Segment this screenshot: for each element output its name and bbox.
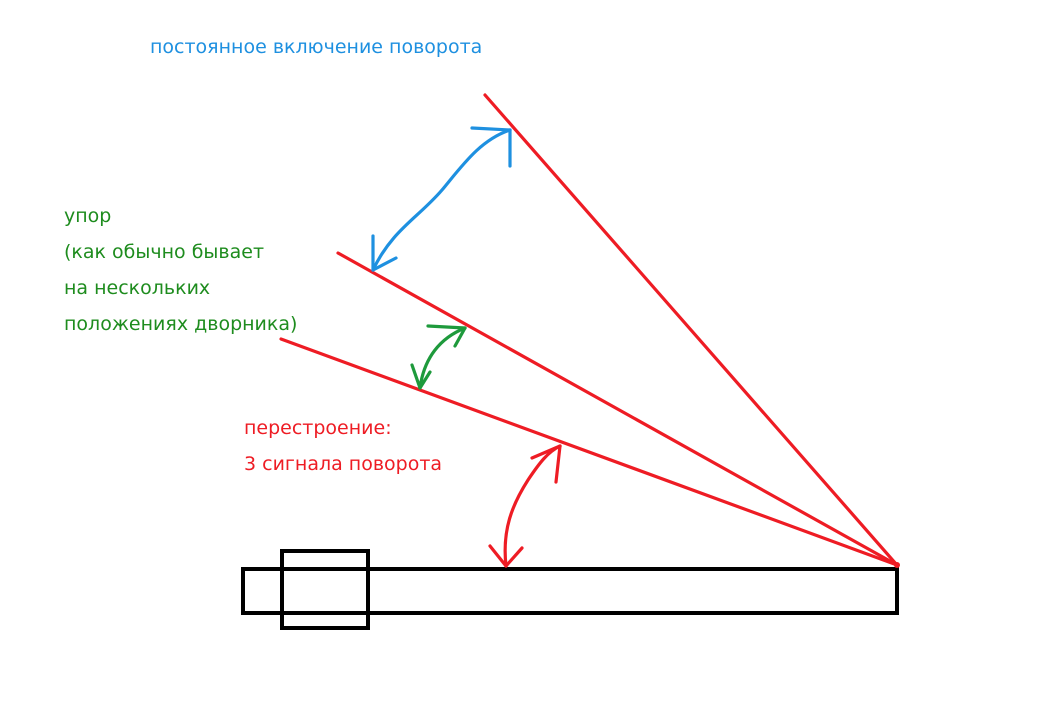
stop-label: упор (как обычно бывает на нескольких по… (64, 198, 297, 342)
pivot-point (894, 562, 900, 568)
stop-label-line-2: (как обычно бывает (64, 241, 265, 263)
lane-change-arc-arrow (488, 444, 562, 568)
lane-change-label-line-2: 3 сигнала поворота (244, 453, 443, 475)
lane-change-label: перестроение: 3 сигнала поворота (244, 410, 442, 482)
stalk-body (241, 567, 899, 615)
position-line-stop (336, 251, 899, 567)
constant-turn-label: постоянное включение поворота (150, 36, 483, 58)
stop-arc-arrow (410, 324, 467, 390)
stop-label-line-1: упор (64, 205, 112, 227)
stalk-collar (280, 549, 370, 630)
stop-label-line-4: положениях дворника) (64, 313, 298, 335)
position-line-constant-turn (483, 93, 899, 567)
position-line-lane-change (279, 337, 899, 567)
lane-change-label-line-1: перестроение: (244, 417, 392, 439)
constant-turn-arc-arrow (371, 126, 512, 272)
stop-label-line-3: на нескольких (64, 277, 211, 299)
